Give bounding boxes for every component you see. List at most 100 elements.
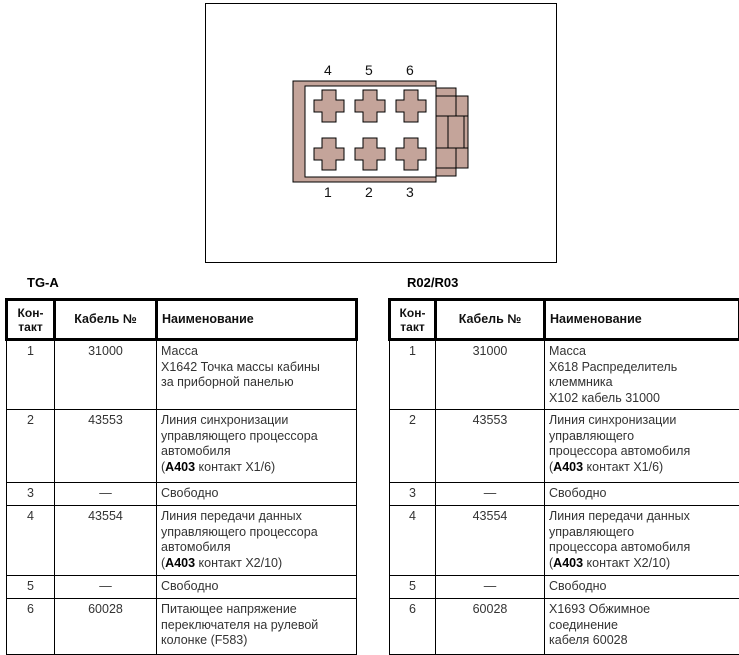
description-line: (A403 контакт X1/6) [549,460,735,476]
table-row: 5— Свободно [6,575,357,599]
description-line: за приборной панелью [161,375,294,389]
text: контакт X1/6) [195,459,276,474]
cable-cell: 31000 [435,339,545,410]
description-line: Свободно [161,579,219,593]
description-line: управляющего процессора [161,524,318,539]
cable-cell: — [435,575,545,599]
pin-terminal-3 [395,137,427,171]
description-line: Свободно [549,486,607,500]
description-line: управляющего [549,524,635,539]
pin-terminal-6 [395,89,427,123]
text: ( [161,555,166,570]
description-line: X1642 Точка массы кабины [161,359,320,374]
cable-cell: 43553 [54,409,157,483]
pin-label-1: 1 [324,184,332,200]
cable-cell: 43554 [54,505,157,576]
contact-cell: 1 [389,339,436,410]
cable-cell: — [54,482,157,506]
component-ref: A403 [553,555,584,570]
connector-diagram [292,80,469,183]
text: ( [161,459,166,474]
header-contact-line: Кон- [17,305,44,320]
description-line: X102 кабель 31000 [549,390,660,405]
contact-cell: 6 [6,598,55,655]
contact-cell: 2 [6,409,55,483]
contact-cell: 5 [389,575,436,599]
description-line: управляющего [549,428,635,443]
description-line: Питающее напряжение [161,602,297,616]
contact-cell: 3 [389,482,436,506]
contact-cell: 2 [389,409,436,483]
text: ( [549,555,554,570]
header-contact-line: такт [18,319,43,334]
pin-label-4: 4 [324,62,332,78]
cable-cell: — [54,575,157,599]
component-ref: A403 [553,459,584,474]
component-ref: A403 [165,459,196,474]
header-cable: Кабель № [53,298,158,341]
table-title-tg-a: TG-A [27,275,59,290]
description-line: Линия передачи данных [549,509,690,523]
contact-cell: 4 [389,505,436,576]
description-line: (A403 контакт X1/6) [161,460,352,476]
description-line: Свободно [549,579,607,593]
table-row: 3—Свободно [6,482,357,506]
table-title-r02-r03: R02/R03 [407,275,459,290]
description-line: Линия синхронизации [549,413,677,427]
description-line: колонке (F583) [161,633,248,647]
table-row: 3—Свободно [389,482,739,506]
header-name: Наименование [155,298,358,341]
description-line: Линия передачи данных [161,509,302,523]
pin-terminal-4 [313,89,345,123]
text: ( [549,459,554,474]
description-line: автомобиля [161,444,231,458]
header-name: Наименование [543,298,739,341]
pin-terminal-1 [313,137,345,171]
description-line: (A403 контакт X2/10) [161,556,352,572]
text: контакт X2/10) [583,555,671,570]
description-cell: Свободно [156,575,357,599]
description-line: Линия синхронизации [161,413,289,427]
cable-cell: 43554 [435,505,545,576]
cable-cell: 60028 [435,598,545,655]
contact-cell: 3 [6,482,55,506]
header-contact: Кон-такт [5,298,56,341]
cable-cell: 31000 [54,339,157,410]
contact-cell: 4 [6,505,55,576]
text: контакт X1/6) [583,459,664,474]
header-contact: Кон-такт [388,298,437,341]
description-line: соединение [549,617,618,632]
header-cable: Кабель № [434,298,546,341]
pin-terminal-2 [354,137,386,171]
cable-cell: 60028 [54,598,157,655]
table-row: 5— Свободно [389,575,739,599]
pin-label-3: 3 [406,184,414,200]
connector-figure: 4 5 6 1 2 3 [205,3,557,263]
description-line: кабеля 60028 [549,633,628,647]
description-line: управляющего процессора [161,428,318,443]
description-line: клеммника [549,375,613,389]
pin-label-5: 5 [365,62,373,78]
contact-cell: 1 [6,339,55,410]
description-line: процессора автомобиля [549,444,691,458]
contact-cell: 5 [6,575,55,599]
description-line: автомобиля [161,540,231,554]
header-contact-line: Кон- [399,305,426,320]
pin-label-6: 6 [406,62,414,78]
